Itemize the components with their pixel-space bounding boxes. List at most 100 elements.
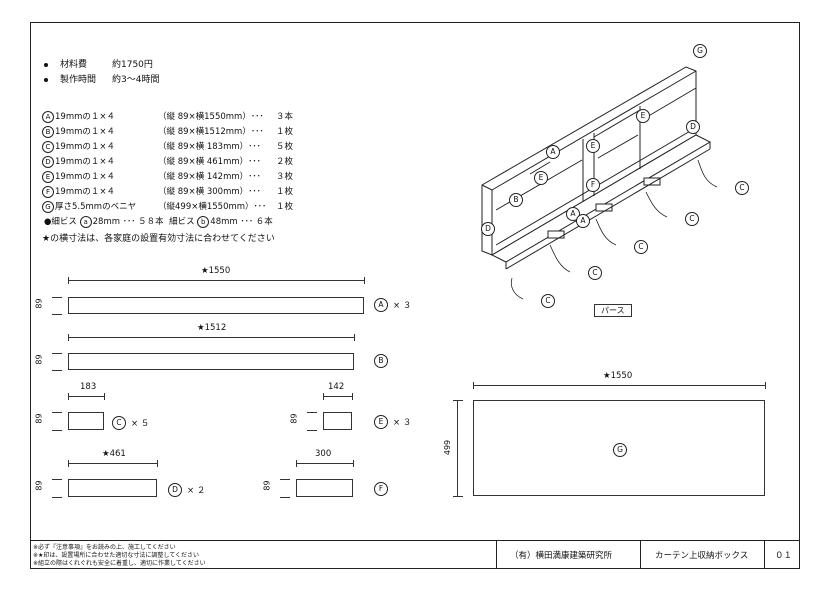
bullet bbox=[44, 78, 48, 82]
dim-tick bbox=[765, 382, 766, 389]
persp-tag-D: D bbox=[481, 222, 495, 236]
part-spec: 19mmの１×４ bbox=[55, 172, 115, 182]
screws-label-1: ●細ビス bbox=[44, 217, 77, 227]
part-id: D bbox=[42, 155, 54, 168]
part-qty: ３本 bbox=[276, 112, 294, 122]
dim-tick bbox=[296, 460, 297, 467]
plank-B bbox=[68, 353, 354, 370]
part-dims: （縦 89×横 461mm）･･･ bbox=[158, 157, 261, 167]
part-spec: 19mmの１×４ bbox=[55, 127, 115, 137]
leader-lines bbox=[510, 159, 718, 300]
part-dims: （縦 89×横1550mm）･･･ bbox=[158, 112, 264, 122]
part-spec: 19mmの１×４ bbox=[55, 157, 115, 167]
persp-tag-F: F bbox=[586, 178, 600, 192]
dim-line bbox=[52, 297, 62, 298]
dim-tick bbox=[364, 277, 365, 284]
part-dims: （縦 89×横 300mm）･･･ bbox=[158, 187, 261, 197]
dim-tick bbox=[353, 460, 354, 467]
bullet bbox=[44, 63, 48, 67]
dim-line bbox=[323, 396, 352, 397]
persp-tag-A: A bbox=[546, 145, 560, 159]
plank-C bbox=[68, 412, 104, 430]
part-qty: １枚 bbox=[276, 127, 294, 137]
dim-line bbox=[280, 479, 290, 480]
plank-E bbox=[323, 412, 352, 430]
part-spec: 19mmの１×４ bbox=[55, 142, 115, 152]
screw-a-id: a bbox=[79, 215, 92, 228]
footer-note: ※必ず『注意事項』をお読みの上、施工してください bbox=[33, 544, 176, 551]
dim-line bbox=[307, 430, 317, 431]
part-tag-F: F bbox=[374, 482, 388, 496]
screw-b-id: b bbox=[197, 215, 210, 228]
height-label: 89 bbox=[34, 413, 44, 424]
dim-line bbox=[280, 497, 290, 498]
plank-F bbox=[296, 479, 353, 497]
dim-line bbox=[307, 412, 317, 413]
dim-line bbox=[68, 396, 104, 397]
persp-tag-C: C bbox=[634, 240, 648, 254]
dim-line bbox=[52, 353, 62, 354]
dim-line bbox=[52, 412, 62, 413]
part-qty: ３枚 bbox=[276, 172, 294, 182]
part-tag-E: E bbox=[374, 415, 388, 429]
height-label: 89 bbox=[34, 480, 44, 491]
drawing-sheet bbox=[30, 22, 800, 569]
part-spec: 19mmの１×４ bbox=[55, 187, 115, 197]
dim-tick bbox=[354, 334, 355, 341]
dim-tick bbox=[473, 382, 474, 389]
dimension-note: ★の横寸法は、各家庭の設置有効寸法に合わせてください bbox=[42, 234, 275, 244]
dim-line bbox=[52, 314, 62, 315]
footer-divider bbox=[496, 540, 497, 569]
dim-tick bbox=[352, 393, 353, 400]
part-id: B bbox=[42, 125, 54, 138]
dim-tick bbox=[68, 277, 69, 284]
persp-tag-E: E bbox=[534, 171, 548, 185]
part-id: C bbox=[42, 140, 54, 153]
footer-divider bbox=[640, 540, 641, 569]
dim-tick bbox=[104, 393, 105, 400]
persp-tag-E: E bbox=[636, 109, 650, 123]
height-label: 89 bbox=[289, 413, 299, 424]
part-tag-A: A bbox=[374, 298, 388, 312]
part-dims: （縦 89×横1512mm）･･･ bbox=[158, 127, 264, 137]
dim-label-E: 142 bbox=[328, 382, 345, 392]
dim-tick bbox=[68, 460, 69, 467]
plank-A bbox=[68, 297, 364, 314]
dim-label-G: ★1550 bbox=[603, 371, 633, 381]
dim-line bbox=[473, 385, 765, 386]
dim-line bbox=[52, 479, 62, 480]
dim-label-A: ★1550 bbox=[201, 266, 231, 276]
drawing-title: カーテン上収納ボックス bbox=[655, 551, 749, 561]
persp-tag-C: C bbox=[588, 266, 602, 280]
company-name: （有）横田満康建築研究所 bbox=[510, 551, 613, 561]
dim-line bbox=[453, 496, 463, 497]
dim-label-F: 300 bbox=[315, 449, 332, 459]
height-label: 89 bbox=[262, 480, 272, 491]
part-id: E bbox=[42, 170, 54, 183]
screw-b-text: 48mm ･･･ ６本 bbox=[210, 217, 273, 227]
persp-tag-C: C bbox=[685, 212, 699, 226]
page-number: ０１ bbox=[775, 551, 793, 561]
part-dims: （縦 89×横 142mm）･･･ bbox=[158, 172, 261, 182]
dim-tick bbox=[323, 393, 324, 400]
part-dims: （縦499×横1550mm）･･･ bbox=[158, 202, 267, 212]
dim-line bbox=[52, 497, 62, 498]
persp-tag-D: D bbox=[686, 120, 700, 134]
part-tag-B: B bbox=[374, 354, 388, 368]
multiplier: × ３ bbox=[393, 301, 412, 311]
footer-note: ※★印は、設置場所に合わせた適切な寸法に調整してください bbox=[33, 552, 200, 559]
dim-line bbox=[68, 280, 364, 281]
dim-line bbox=[453, 400, 463, 401]
dim-line bbox=[457, 400, 458, 496]
part-id: F bbox=[42, 185, 54, 198]
plank-D bbox=[68, 479, 157, 497]
part-tag-G: G bbox=[613, 443, 627, 457]
part-qty: １枚 bbox=[276, 202, 294, 212]
